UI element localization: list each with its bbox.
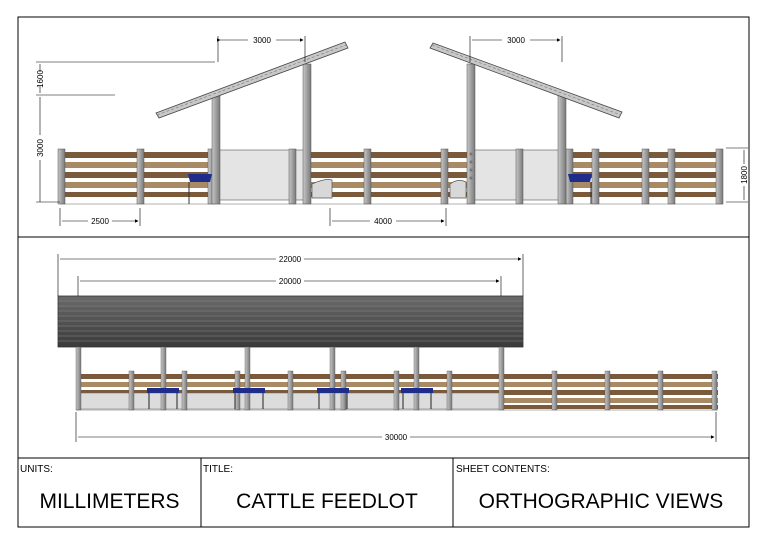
right-roof (429, 42, 623, 119)
roof-corrugations (58, 300, 523, 342)
right-shed-post-short (557, 94, 567, 205)
right-shed-frame (467, 149, 564, 201)
units-label: UNITS: (20, 464, 53, 475)
title-label: TITLE: (203, 464, 234, 475)
front-view: 3000 3000 1600 3000 1800 2500 4000 (36, 36, 749, 226)
dim-roof-rise: 1600 (36, 70, 45, 88)
dim-fence-height: 1800 (740, 166, 749, 184)
left-shed-post-short (211, 94, 221, 205)
side-troughs (147, 388, 433, 409)
dim-overall-roof: 22000 (279, 255, 302, 264)
fence-rails (60, 152, 720, 197)
dim-roof-span: 20000 (279, 277, 302, 286)
units-value: MILLIMETERS (39, 490, 180, 513)
dim-overall-length: 30000 (385, 433, 408, 442)
dim-gate-gap: 4000 (374, 217, 392, 226)
long-roof (57, 295, 524, 348)
sheet-contents-label: SHEET CONTENTS: (456, 464, 550, 475)
dim-fence-bay: 2500 (91, 217, 109, 226)
sheet-contents-value: ORTHOGRAPHIC VIEWS (478, 490, 724, 513)
dim-roof-width-right: 3000 (507, 36, 525, 45)
sheet-border (17, 16, 750, 528)
left-feeder (311, 179, 333, 199)
right-shed-post-tall (466, 63, 476, 205)
right-feeder (449, 180, 467, 199)
drawing-title: CATTLE FEEDLOT (236, 490, 418, 513)
bolt-holes (469, 152, 473, 180)
left-shed-post-tall (302, 63, 312, 205)
roof-posts (75, 346, 505, 411)
dim-post-height: 3000 (36, 139, 45, 157)
left-trough (188, 174, 212, 182)
right-trough (568, 174, 592, 182)
dim-roof-width-left: 3000 (253, 36, 271, 45)
side-view: 22000 20000 30000 (57, 254, 718, 442)
